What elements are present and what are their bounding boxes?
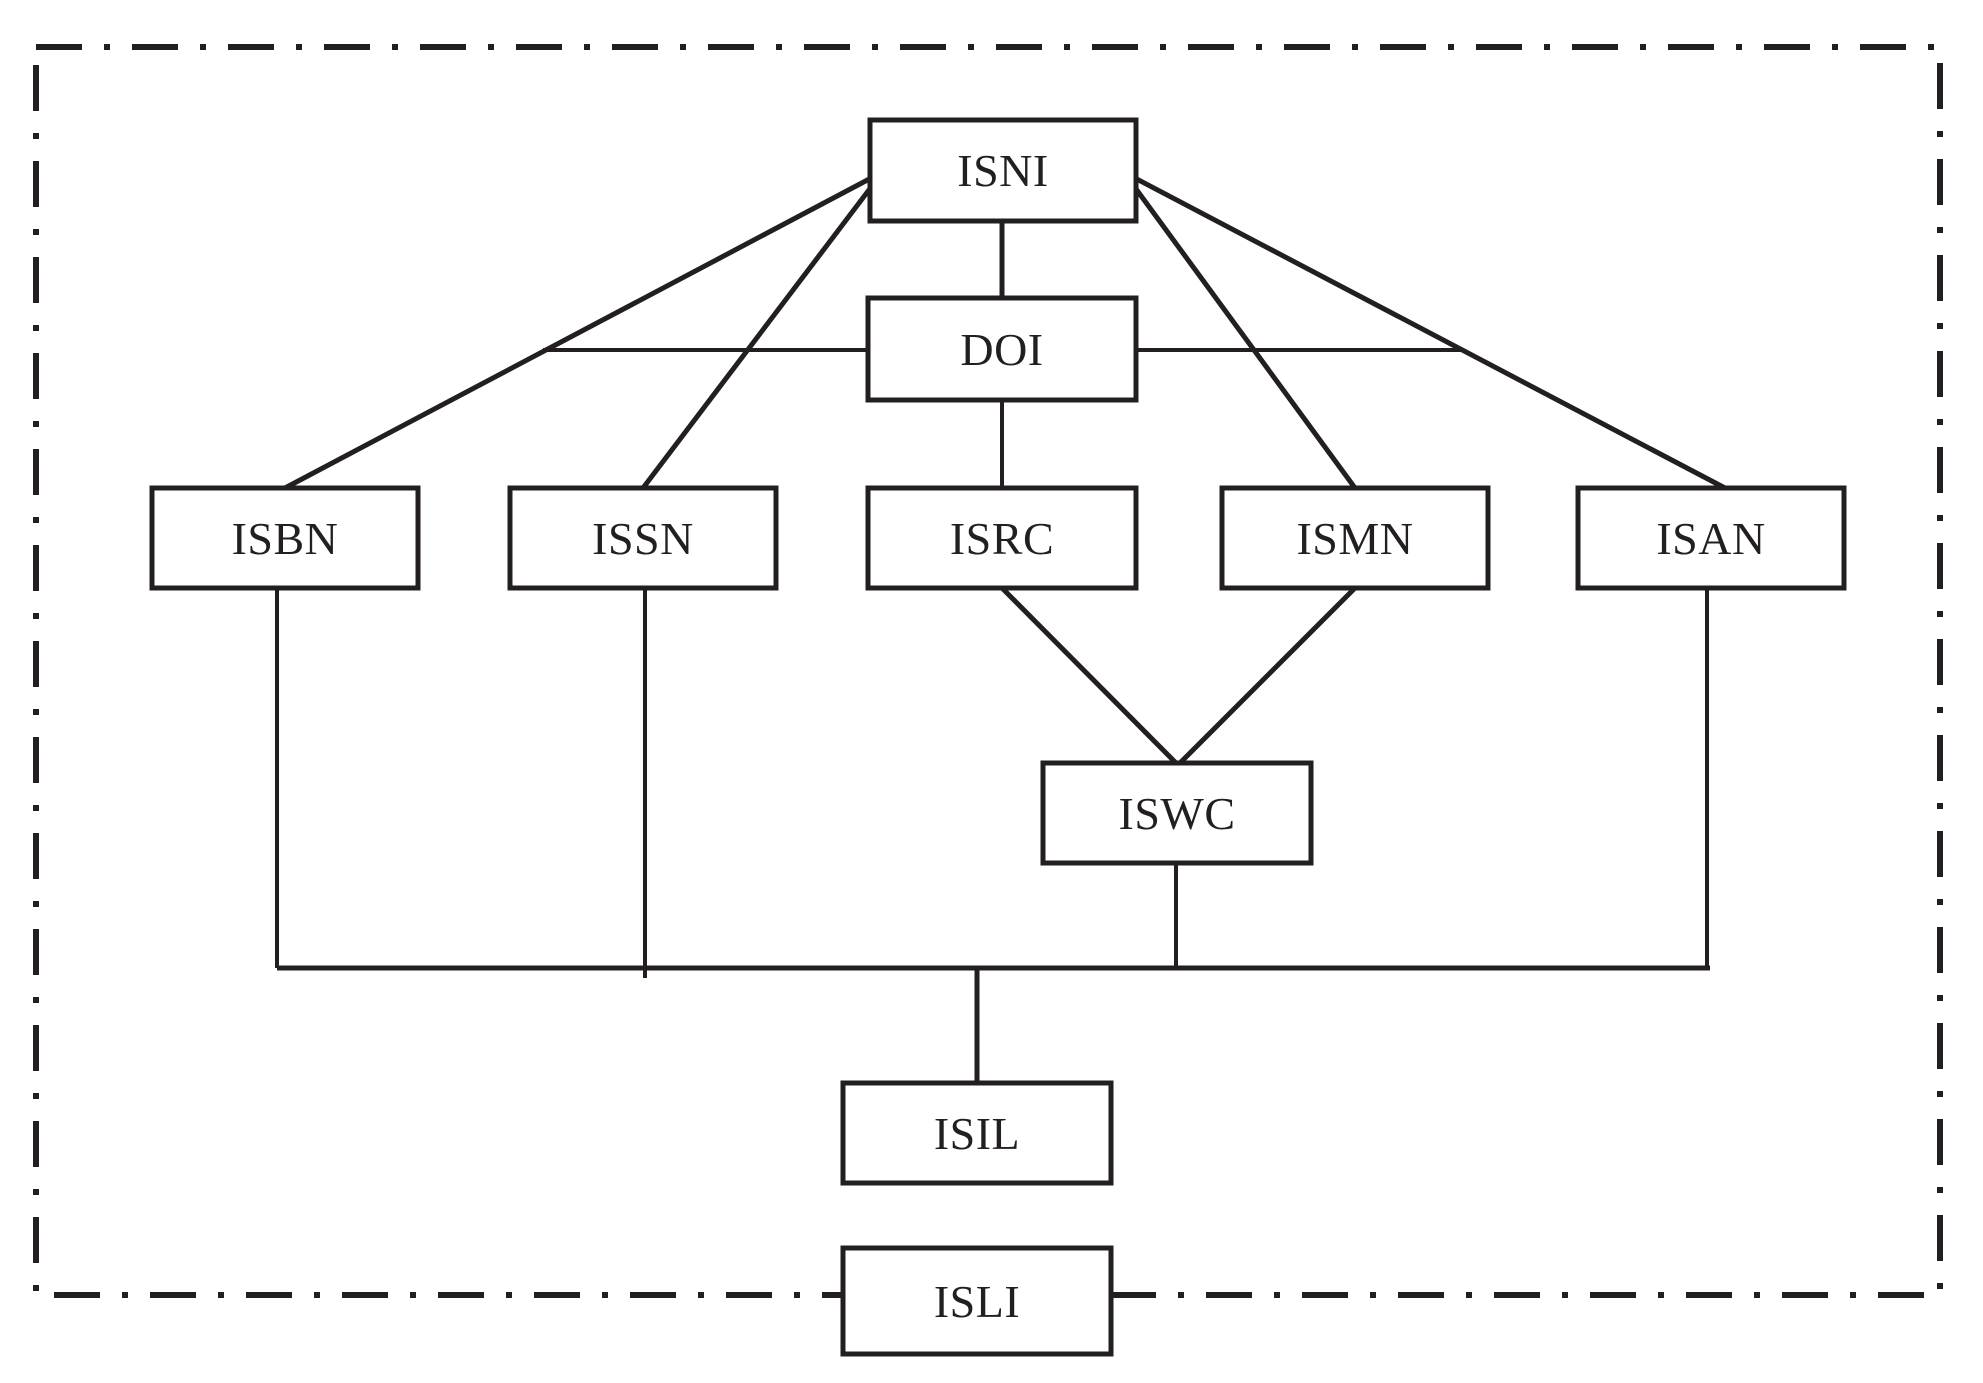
node-box-isni[interactable] [867, 117, 1139, 224]
node-box-isan[interactable] [1575, 485, 1847, 591]
node-box-doi[interactable] [865, 295, 1139, 403]
edge-isni-issn [641, 176, 880, 490]
node-box-ismn[interactable] [1219, 485, 1491, 591]
node-box-issn[interactable] [507, 485, 779, 591]
node-box-isrc[interactable] [865, 485, 1139, 591]
edge-isrc-iswc [1000, 586, 1178, 765]
node-boxes [149, 117, 1847, 1357]
node-box-isli[interactable] [840, 1245, 1114, 1357]
connector-edges [275, 173, 1727, 1083]
edge-isni-isan [1129, 173, 1727, 491]
node-box-isil[interactable] [840, 1080, 1114, 1186]
edge-ismn-iswc [1178, 586, 1357, 765]
edge-isni-ismn [1125, 176, 1358, 490]
edge-isni-isbn [283, 173, 877, 491]
node-box-iswc[interactable] [1040, 760, 1314, 866]
node-box-isbn[interactable] [149, 485, 421, 591]
